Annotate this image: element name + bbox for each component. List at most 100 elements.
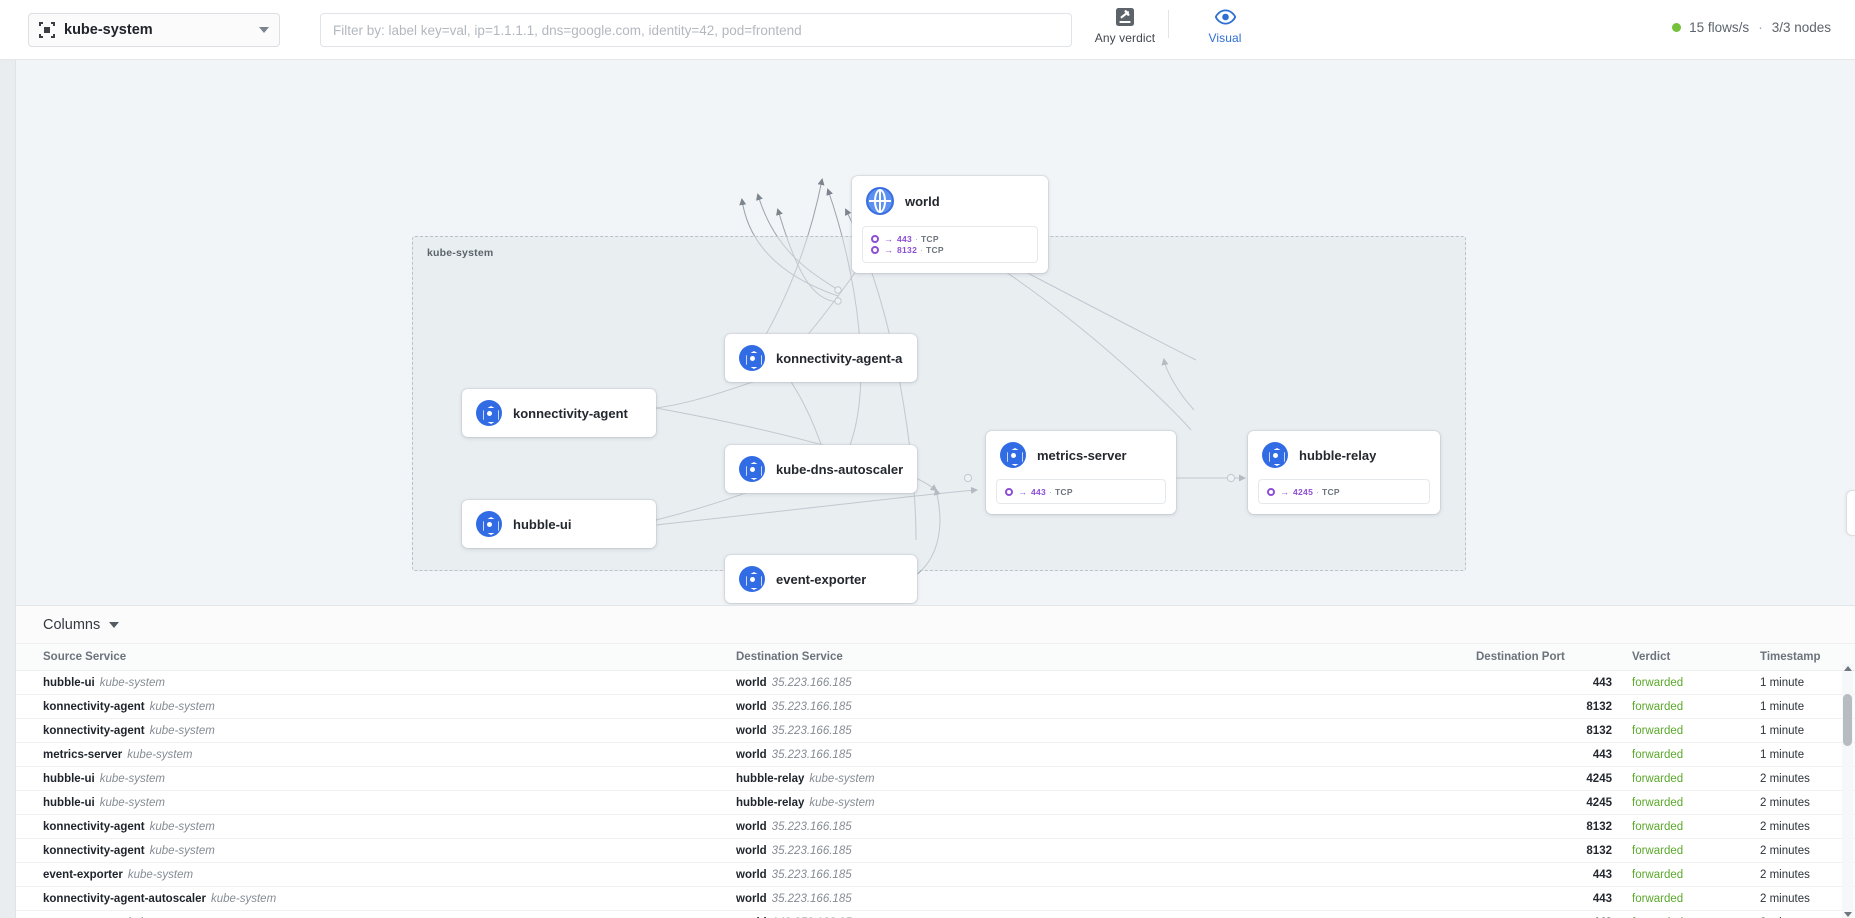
node-konnectivity-agent[interactable]: konnectivity-agent xyxy=(462,389,656,437)
destination-service-name: world xyxy=(736,724,767,737)
cell-destination-port: 4245 xyxy=(1476,766,1626,791)
visual-button[interactable]: Visual xyxy=(1180,6,1270,45)
port-protocol: TCP xyxy=(925,245,944,255)
source-service-name: hubble-ui xyxy=(43,676,95,689)
columns-button[interactable]: Columns xyxy=(43,617,120,633)
cell-verdict: forwarded xyxy=(1626,718,1736,743)
cell-timestamp: 1 minute xyxy=(1736,742,1855,767)
destination-namespace: 35.223.166.185 xyxy=(771,820,852,833)
destination-namespace: 35.223.166.185 xyxy=(771,748,852,761)
source-namespace: kube-system xyxy=(127,748,193,761)
namespace-selector[interactable]: kube-system xyxy=(28,13,280,47)
destination-port-value: 4245 xyxy=(1586,796,1612,809)
flows-table: Source Service Destination Service Desti… xyxy=(16,644,1855,918)
port-number: 8132 xyxy=(897,245,918,255)
port-number: 443 xyxy=(897,233,913,244)
node-world-title: world xyxy=(905,193,940,209)
destination-namespace: 142.250.128.95 xyxy=(772,917,852,918)
header-destination-port[interactable]: Destination Port xyxy=(1476,644,1626,671)
node-world-header: world xyxy=(852,176,1048,226)
scrollbar-thumb[interactable] xyxy=(1843,694,1852,746)
timestamp-value: 2 minutes xyxy=(1760,796,1810,809)
node-metrics-server[interactable]: metrics-server → 443 · TCP xyxy=(986,431,1176,514)
port-separator: · xyxy=(920,245,923,255)
port-separator: · xyxy=(1316,486,1319,497)
header-verdict[interactable]: Verdict xyxy=(1626,644,1736,671)
port-protocol: TCP xyxy=(1054,486,1073,497)
destination-service-name: world xyxy=(736,917,767,918)
cell-timestamp: 2 minutes xyxy=(1736,766,1855,791)
node-world[interactable]: world → 443 · TCP → 8132 · TCP xyxy=(852,176,1048,273)
source-service-name: konnectivity-agent-autoscaler xyxy=(43,892,206,905)
any-verdict-button[interactable]: Any verdict xyxy=(1080,6,1170,45)
source-namespace: kube-system xyxy=(149,844,215,857)
scroll-down-arrow-icon[interactable] xyxy=(1844,912,1852,917)
source-service-name: event-exporter xyxy=(43,917,123,918)
node-hubble-relay[interactable]: hubble-relay → 4245 · TCP xyxy=(1248,431,1440,514)
flows-scrollbar[interactable] xyxy=(1842,664,1853,918)
destination-service-name: hubble-relay xyxy=(736,796,805,809)
arrow-icon: → xyxy=(1280,486,1289,497)
node-title: konnectivity-agent-autosc… xyxy=(776,350,903,366)
filter-field-wrapper xyxy=(320,13,1072,47)
arrow-icon: → xyxy=(1018,486,1027,497)
node-event-exporter[interactable]: event-exporter xyxy=(725,555,917,603)
timestamp-value: 2 minutes xyxy=(1760,892,1810,905)
verdict-value: forwarded xyxy=(1632,748,1684,761)
header-destination-service[interactable]: Destination Service xyxy=(736,644,1476,671)
kubernetes-icon xyxy=(739,345,765,371)
cell-timestamp: 1 minute xyxy=(1736,718,1855,743)
source-service-name: konnectivity-agent xyxy=(43,820,145,833)
node-header: hubble-relay xyxy=(1248,431,1440,479)
status-summary: 15 flows/s · 3/3 nodes xyxy=(1672,20,1831,35)
destination-namespace: 35.223.166.185 xyxy=(771,892,852,905)
port-dot-icon xyxy=(871,234,879,243)
cell-destination-port: 8132 xyxy=(1476,694,1626,719)
kubernetes-icon xyxy=(739,566,765,592)
verdict-value: forwarded xyxy=(1632,917,1683,918)
filter-input[interactable] xyxy=(320,13,1072,47)
cell-destination-port: 8132 xyxy=(1476,718,1626,743)
scroll-up-arrow-icon[interactable] xyxy=(1844,666,1852,671)
header-timestamp[interactable]: Timestamp xyxy=(1736,644,1855,671)
timestamp-value: 2 minutes xyxy=(1760,844,1810,857)
service-map-canvas[interactable]: kube-system world → 443 · TCP → 8132 · T… xyxy=(16,60,1855,605)
cell-verdict: forwarded xyxy=(1626,838,1736,863)
source-namespace: kube-system xyxy=(99,772,165,785)
node-hubble-ui[interactable]: hubble-ui xyxy=(462,500,656,548)
node-kube-dns-autoscaler[interactable]: kube-dns-autoscaler xyxy=(725,445,917,493)
node-title: konnectivity-agent xyxy=(513,405,628,421)
table-row[interactable]: event-exporterkube-systemworld142.250.12… xyxy=(16,910,1855,918)
cell-verdict: forwarded xyxy=(1626,742,1736,767)
header-source-service[interactable]: Source Service xyxy=(16,644,736,671)
source-service-name: konnectivity-agent xyxy=(43,700,145,713)
cell-destination-port: 443 xyxy=(1476,670,1626,695)
port-dot-icon xyxy=(871,246,879,254)
source-service-name: hubble-ui xyxy=(43,796,95,809)
node-title: hubble-relay xyxy=(1299,447,1377,463)
verdict-value: forwarded xyxy=(1632,868,1684,881)
table-header-row: Source Service Destination Service Desti… xyxy=(16,644,1855,671)
gavel-icon xyxy=(1115,6,1135,28)
node-konnectivity-agent-autoscaler[interactable]: konnectivity-agent-autosc… xyxy=(725,334,917,382)
cell-timestamp: 1 minute xyxy=(1736,694,1855,719)
cell-timestamp: 2 minutes xyxy=(1736,790,1855,815)
panel-drag-handle[interactable] xyxy=(1846,490,1855,536)
arrow-icon: → xyxy=(884,233,893,244)
destination-port-value: 4245 xyxy=(1586,772,1612,785)
verdict-value: forwarded xyxy=(1632,724,1684,737)
